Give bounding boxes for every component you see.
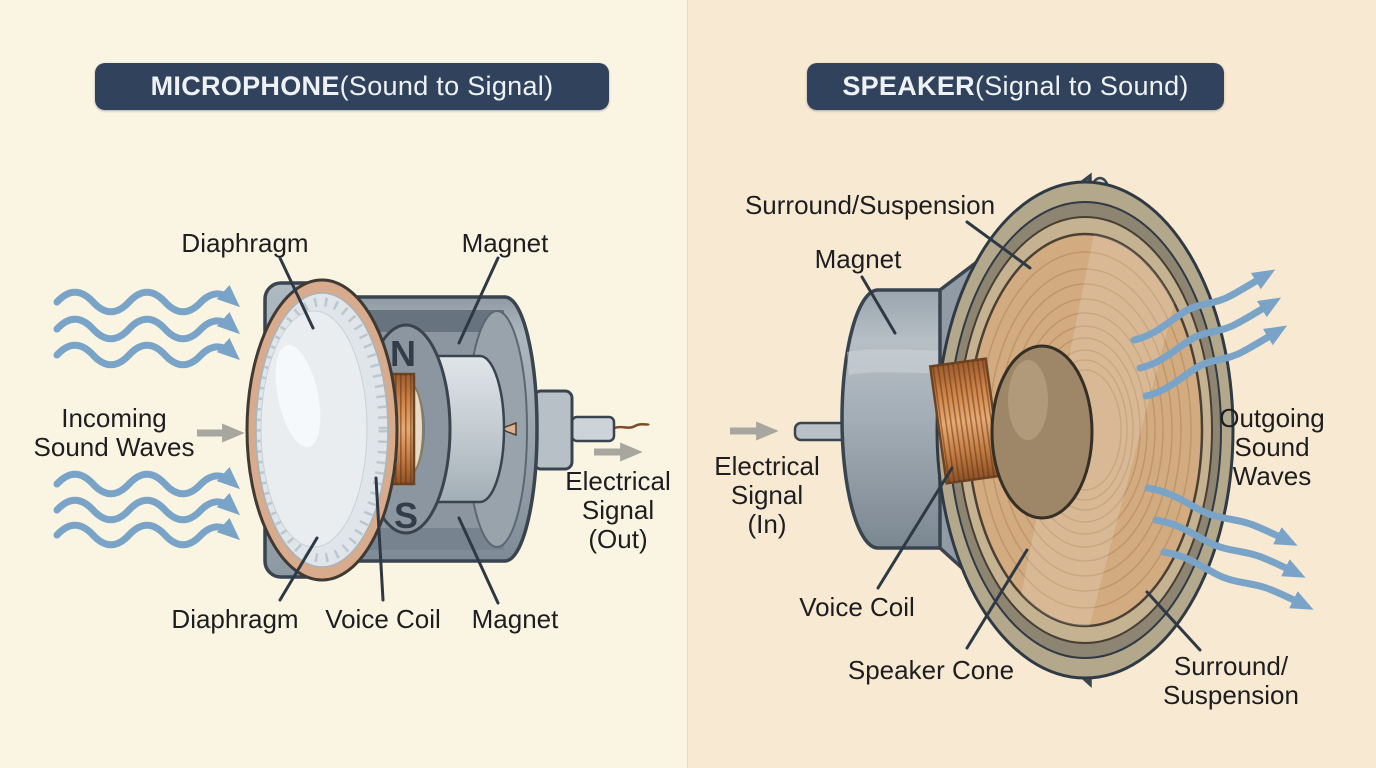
- microphone-diagram: N S: [53, 256, 650, 605]
- label-line: Sound Waves: [33, 432, 195, 462]
- panel-divider: [687, 0, 688, 768]
- mic-diaphragm-bottom-label: Diaphragm: [171, 604, 299, 634]
- speaker-voice-coil-label: Voice Coil: [799, 592, 915, 622]
- outgoing-sound-waves-icon: [1130, 269, 1314, 610]
- speaker-cone-label: Speaker Cone: [847, 655, 1015, 685]
- speaker-leader-lines: [860, 220, 1202, 652]
- mic-diaphragm-shape: [245, 278, 399, 582]
- mic-center-pin: [497, 421, 517, 437]
- south-pole-letter: S: [394, 495, 418, 536]
- label-line: Suspension: [1163, 680, 1299, 710]
- electrical-signal-in-label: Electrical Signal (In): [714, 452, 819, 539]
- label-line: Waves: [1232, 461, 1312, 491]
- label-line: Electrical: [565, 466, 671, 496]
- mic-leader-lines: [278, 256, 500, 605]
- mic-output-wire: [613, 422, 650, 430]
- label-line: (In): [747, 509, 787, 539]
- microphone-title-badge: MICROPHONE (Sound to Signal): [95, 63, 609, 110]
- electrical-signal-out-label: Electrical Signal (Out): [565, 467, 670, 554]
- speaker-title-secondary: (Signal to Sound): [974, 71, 1189, 101]
- surround-suspension-top-label: Surround/Suspension: [744, 190, 996, 220]
- microphone-title-primary: MICROPHONE: [150, 71, 340, 101]
- outgoing-sound-waves-label: Outgoing Sound Waves: [1219, 404, 1325, 491]
- north-pole-letter: N: [390, 333, 416, 374]
- label-line: (Out): [588, 524, 648, 554]
- mic-output-terminal: [532, 389, 650, 471]
- speaker-diagram: [730, 172, 1314, 688]
- speaker-title-badge: SPEAKER (Signal to Sound): [807, 63, 1224, 110]
- label-line: Electrical: [714, 451, 820, 481]
- speaker-dust-cap: [990, 344, 1094, 520]
- mic-magnet-top-label: Magnet: [461, 228, 549, 258]
- incoming-sound-waves-label: Incoming Sound Waves: [34, 404, 195, 462]
- label-line: Surround/: [1173, 651, 1289, 681]
- surround-suspension-bottom-label: Surround/ Suspension: [1163, 652, 1299, 710]
- label-line: Sound: [1234, 432, 1310, 462]
- speaker-title-primary: SPEAKER: [842, 71, 975, 101]
- speaker-voice-coil-shape: [928, 357, 1004, 485]
- mic-diaphragm-top-label: Diaphragm: [181, 228, 309, 258]
- microphone-title-secondary: (Sound to Signal): [339, 71, 554, 101]
- label-line: Incoming: [61, 403, 167, 433]
- speaker-magnet-label: Magnet: [814, 244, 902, 274]
- mic-magnet-bottom-label: Magnet: [471, 604, 559, 634]
- incoming-sound-waves-icon: [53, 284, 240, 549]
- label-line: Outgoing: [1219, 403, 1325, 433]
- label-line: Signal: [730, 480, 804, 510]
- label-line: Signal: [581, 495, 655, 525]
- mic-voice-coil-label: Voice Coil: [325, 604, 441, 634]
- speaker-input-wire: [793, 421, 849, 442]
